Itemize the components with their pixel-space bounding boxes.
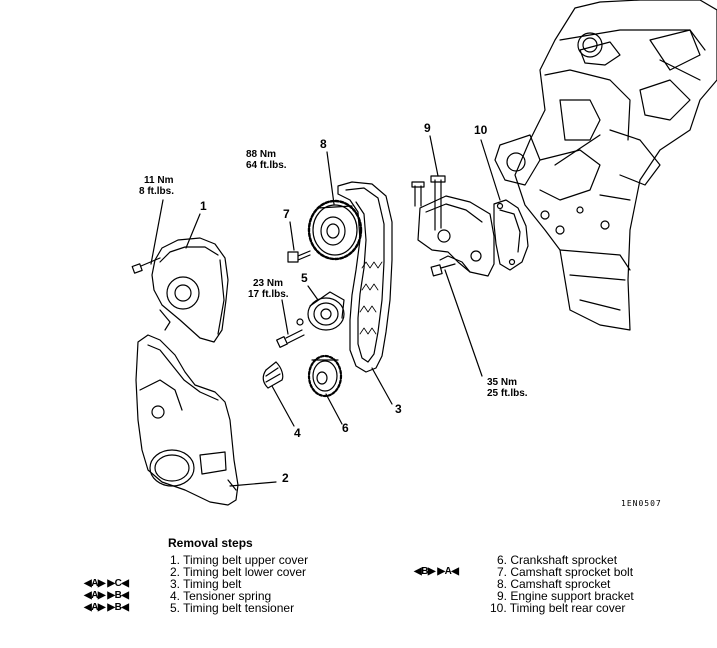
leader-torque-1 (150, 199, 164, 265)
leader-9 (429, 135, 439, 177)
step-7-marks: ◀B▶ ▶A◀ (414, 566, 459, 577)
engine-block (494, 0, 717, 331)
torque-5-ftlbs: 17 ft.lbs. (248, 289, 289, 300)
part-label-7: 7 (283, 207, 290, 221)
step-8: 8. Camshaft sprocket (497, 577, 611, 591)
removal-steps-title: Removal steps (168, 536, 253, 550)
step-6: 6. Crankshaft sprocket (497, 553, 618, 567)
figure-code: 1EN0507 (621, 499, 662, 508)
crankshaft-sprocket (307, 354, 343, 398)
camshaft-sprocket (307, 199, 363, 261)
timing-belt (337, 181, 393, 373)
leader-3 (371, 367, 393, 405)
camshaft-bolt (287, 250, 311, 263)
step-4: 4. Tensioner spring (170, 589, 272, 603)
leader-1 (185, 213, 201, 249)
step-3: 3. Timing belt (170, 577, 242, 591)
step-3-marks: ◀A▶ ▶C◀ (84, 578, 129, 589)
torque-9-ftlbs: 25 ft.lbs. (487, 388, 528, 399)
step-2: 2. Timing belt lower cover (170, 565, 307, 579)
leader-8 (326, 151, 335, 205)
leader-6 (325, 393, 343, 425)
step-5-marks: ◀A▶ ▶B◀ (84, 602, 129, 613)
torque-7-nm: 88 Nm (246, 149, 277, 160)
part-label-2: 2 (282, 471, 289, 485)
step-7: 7. Camshaft sprocket bolt (497, 565, 634, 579)
torque-7-ftlbs: 64 ft.lbs. (246, 160, 287, 171)
leader-4 (271, 385, 295, 427)
tensioner-spring (262, 361, 284, 389)
part-label-5: 5 (301, 271, 308, 285)
upper-cover (151, 237, 229, 343)
leader-10 (480, 139, 501, 201)
part-label-8: 8 (320, 137, 327, 151)
leader-5 (307, 285, 319, 301)
engine-support-bracket (411, 175, 495, 277)
step-9: 9. Engine support bracket (497, 589, 634, 603)
part-label-3: 3 (395, 402, 402, 416)
belt-tensioner (296, 291, 345, 331)
step-5: 5. Timing belt tensioner (170, 601, 295, 615)
leader-7 (289, 221, 295, 251)
step-4-marks: ◀A▶ ▶B◀ (84, 590, 129, 601)
lower-cover (135, 334, 239, 506)
torque-1-nm: 11 Nm (144, 175, 174, 186)
torque-5-nm: 23 Nm (253, 278, 284, 289)
bolt-upper-cover (131, 257, 161, 274)
part-label-10: 10 (474, 123, 488, 137)
part-label-6: 6 (342, 421, 349, 435)
leader-torque-9 (444, 269, 483, 377)
rear-cover (493, 199, 529, 271)
tensioner-bolt (276, 329, 305, 348)
step-10: 10. Timing belt rear cover (490, 601, 626, 615)
leader-2 (229, 481, 277, 487)
bracket-bolt (430, 263, 456, 277)
part-label-1: 1 (200, 199, 207, 213)
step-1: 1. Timing belt upper cover (170, 553, 309, 567)
part-label-9: 9 (424, 121, 431, 135)
torque-1-ftlbs: 8 ft.lbs. (139, 186, 175, 197)
leader-torque-5 (281, 299, 289, 335)
torque-9-nm: 35 Nm (487, 377, 518, 388)
part-label-4: 4 (294, 426, 301, 440)
